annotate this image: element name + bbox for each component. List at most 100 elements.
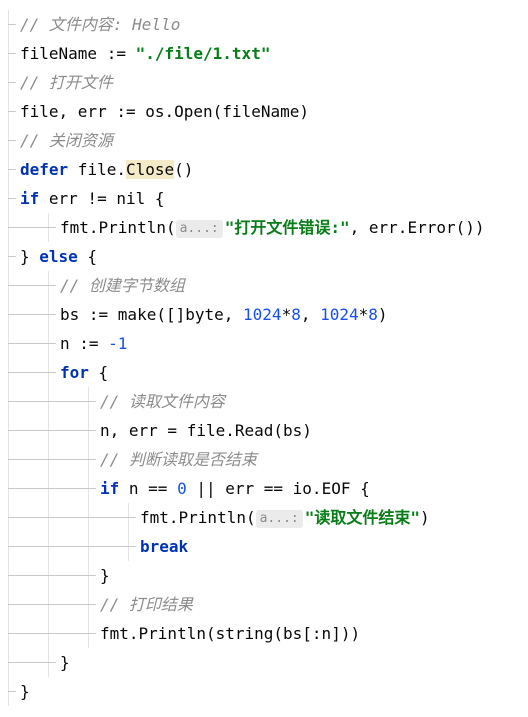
code-text: } [100, 561, 110, 590]
code-token: // 判断读取是否结束 [100, 450, 257, 469]
code-text: for { [60, 358, 108, 387]
indent-dash [8, 140, 16, 141]
code-line[interactable]: bs := make([]byte, 1024*8, 1024*8) [0, 300, 528, 329]
code-token: err != nil { [39, 189, 165, 208]
code-token: () [174, 160, 194, 179]
code-line[interactable]: // 读取文件内容 [0, 387, 528, 416]
code-text: // 读取文件内容 [100, 387, 225, 416]
code-token: defer [20, 160, 69, 179]
code-line[interactable]: fileName := "./file/1.txt" [0, 39, 528, 68]
indent-dash [8, 343, 56, 344]
indent-dash [8, 285, 56, 286]
code-line[interactable]: n := -1 [0, 329, 528, 358]
code-token: if [100, 479, 120, 498]
code-line[interactable]: // 打开文件 [0, 68, 528, 97]
code-text: if n == 0 || err == io.EOF { [100, 474, 370, 503]
code-line[interactable]: } [0, 561, 528, 590]
code-token: n == [119, 479, 178, 498]
code-text: fmt.Println(a...:"打开文件错误:", err.Error()) [60, 213, 485, 242]
code-text: if err != nil { [20, 184, 165, 213]
code-text: defer file.Close() [20, 155, 193, 184]
indent-dash [8, 575, 96, 576]
code-token: break [140, 537, 189, 556]
code-token: ) [420, 508, 430, 527]
indent-dash [8, 111, 16, 112]
code-line[interactable]: fmt.Println(string(bs[:n])) [0, 619, 528, 648]
code-text: // 创建字节数组 [60, 271, 185, 300]
code-text: fmt.Println(a...:"读取文件结束") [140, 503, 430, 532]
code-token: n := [60, 334, 109, 353]
code-text: // 关闭资源 [20, 126, 113, 155]
code-line[interactable]: fmt.Println(a...:"打开文件错误:", err.Error()) [0, 213, 528, 242]
indent-dash [8, 604, 96, 605]
code-token: } [20, 247, 40, 266]
code-line[interactable]: } [0, 677, 528, 706]
code-text: // 文件内容: Hello [20, 10, 180, 39]
code-line[interactable]: fmt.Println(a...:"读取文件结束") [0, 503, 528, 532]
code-token: , err.Error()) [349, 218, 485, 237]
code-text: } [60, 648, 70, 677]
code-token: if [20, 189, 40, 208]
code-line[interactable]: // 关闭资源 [0, 126, 528, 155]
code-text: } [20, 677, 30, 706]
code-token: * [281, 305, 292, 324]
code-token: 8 [368, 305, 378, 324]
indent-dash [8, 24, 16, 25]
code-token: fileName := [20, 44, 136, 63]
code-token: } [60, 653, 70, 672]
code-text: file, err := os.Open(fileName) [20, 97, 309, 126]
indent-dash [8, 314, 56, 315]
indent-dash [8, 53, 16, 54]
code-text: // 判断读取是否结束 [100, 445, 257, 474]
indent-dash [8, 82, 16, 83]
code-line[interactable]: if n == 0 || err == io.EOF { [0, 474, 528, 503]
parameter-hint: a...: [175, 220, 223, 238]
code-line[interactable]: for { [0, 358, 528, 387]
code-token: } [100, 566, 110, 585]
code-token: * [358, 305, 369, 324]
indent-dash [8, 401, 96, 402]
code-token: "./file/1.txt" [135, 44, 271, 63]
indent-dash [8, 459, 96, 460]
code-line[interactable]: defer file.Close() [0, 155, 528, 184]
code-line[interactable]: n, err = file.Read(bs) [0, 416, 528, 445]
code-line[interactable]: if err != nil { [0, 184, 528, 213]
code-token: "读取文件结束" [304, 508, 421, 527]
code-token: || err == io.EOF { [186, 479, 370, 498]
indent-dash [8, 256, 16, 257]
indent-dash [8, 430, 96, 431]
code-token: n, err = file.Read(bs) [100, 421, 312, 440]
code-line[interactable]: // 打印结果 [0, 590, 528, 619]
code-token: for [60, 363, 89, 382]
code-line[interactable]: } [0, 648, 528, 677]
code-token: file. [68, 160, 126, 179]
code-text: } else { [20, 242, 97, 271]
code-line[interactable]: } else { [0, 242, 528, 271]
code-token: // 打开文件 [20, 73, 113, 92]
code-line[interactable]: // 创建字节数组 [0, 271, 528, 300]
indent-dash [8, 198, 16, 199]
code-line[interactable]: file, err := os.Open(fileName) [0, 97, 528, 126]
code-token: "打开文件错误:" [224, 218, 350, 237]
indent-dash [8, 633, 96, 634]
code-text: n := -1 [60, 329, 127, 358]
indent-dash [8, 372, 56, 373]
code-line[interactable]: break [0, 532, 528, 561]
indent-dash [8, 546, 136, 547]
indent-dash [8, 169, 16, 170]
code-text: fmt.Println(string(bs[:n])) [100, 619, 360, 648]
code-token: 1024 [320, 305, 359, 324]
code-token: // 关闭资源 [20, 131, 113, 150]
code-token: fmt.Println(string(bs[:n])) [100, 624, 361, 643]
indent-dash [8, 488, 96, 489]
code-token: // 打印结果 [100, 595, 193, 614]
code-token: { [77, 247, 98, 266]
code-token: 8 [291, 305, 301, 324]
code-line[interactable]: // 文件内容: Hello [0, 10, 528, 39]
code-text: n, err = file.Read(bs) [100, 416, 312, 445]
code-token: fmt.Println( [60, 218, 176, 237]
code-line[interactable]: // 判断读取是否结束 [0, 445, 528, 474]
code-token: // 读取文件内容 [100, 392, 225, 411]
code-token: ) [377, 305, 388, 324]
